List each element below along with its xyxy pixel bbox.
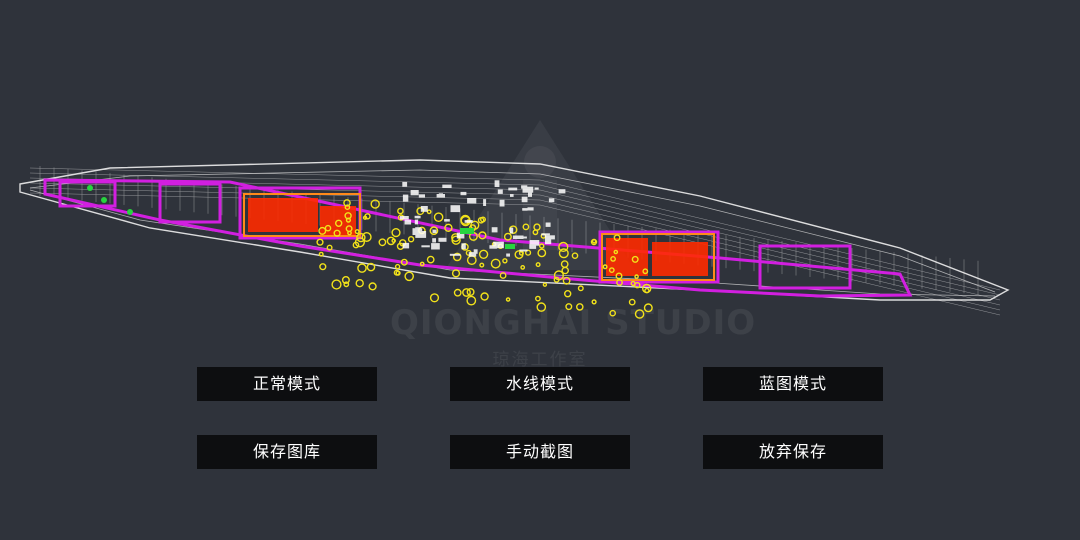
discard-save-button[interactable]: 放弃保存 — [703, 435, 883, 469]
manual-screenshot-button[interactable]: 手动截图 — [450, 435, 630, 469]
waterline-mode-button[interactable]: 水线模式 — [450, 367, 630, 401]
save-gallery-button[interactable]: 保存图库 — [197, 435, 377, 469]
ship-wireframe-viewport[interactable] — [0, 150, 1080, 320]
blueprint-mode-button[interactable]: 蓝图模式 — [703, 367, 883, 401]
normal-mode-button[interactable]: 正常模式 — [197, 367, 377, 401]
watermark-subtitle: 琼海工作室 — [492, 350, 588, 370]
